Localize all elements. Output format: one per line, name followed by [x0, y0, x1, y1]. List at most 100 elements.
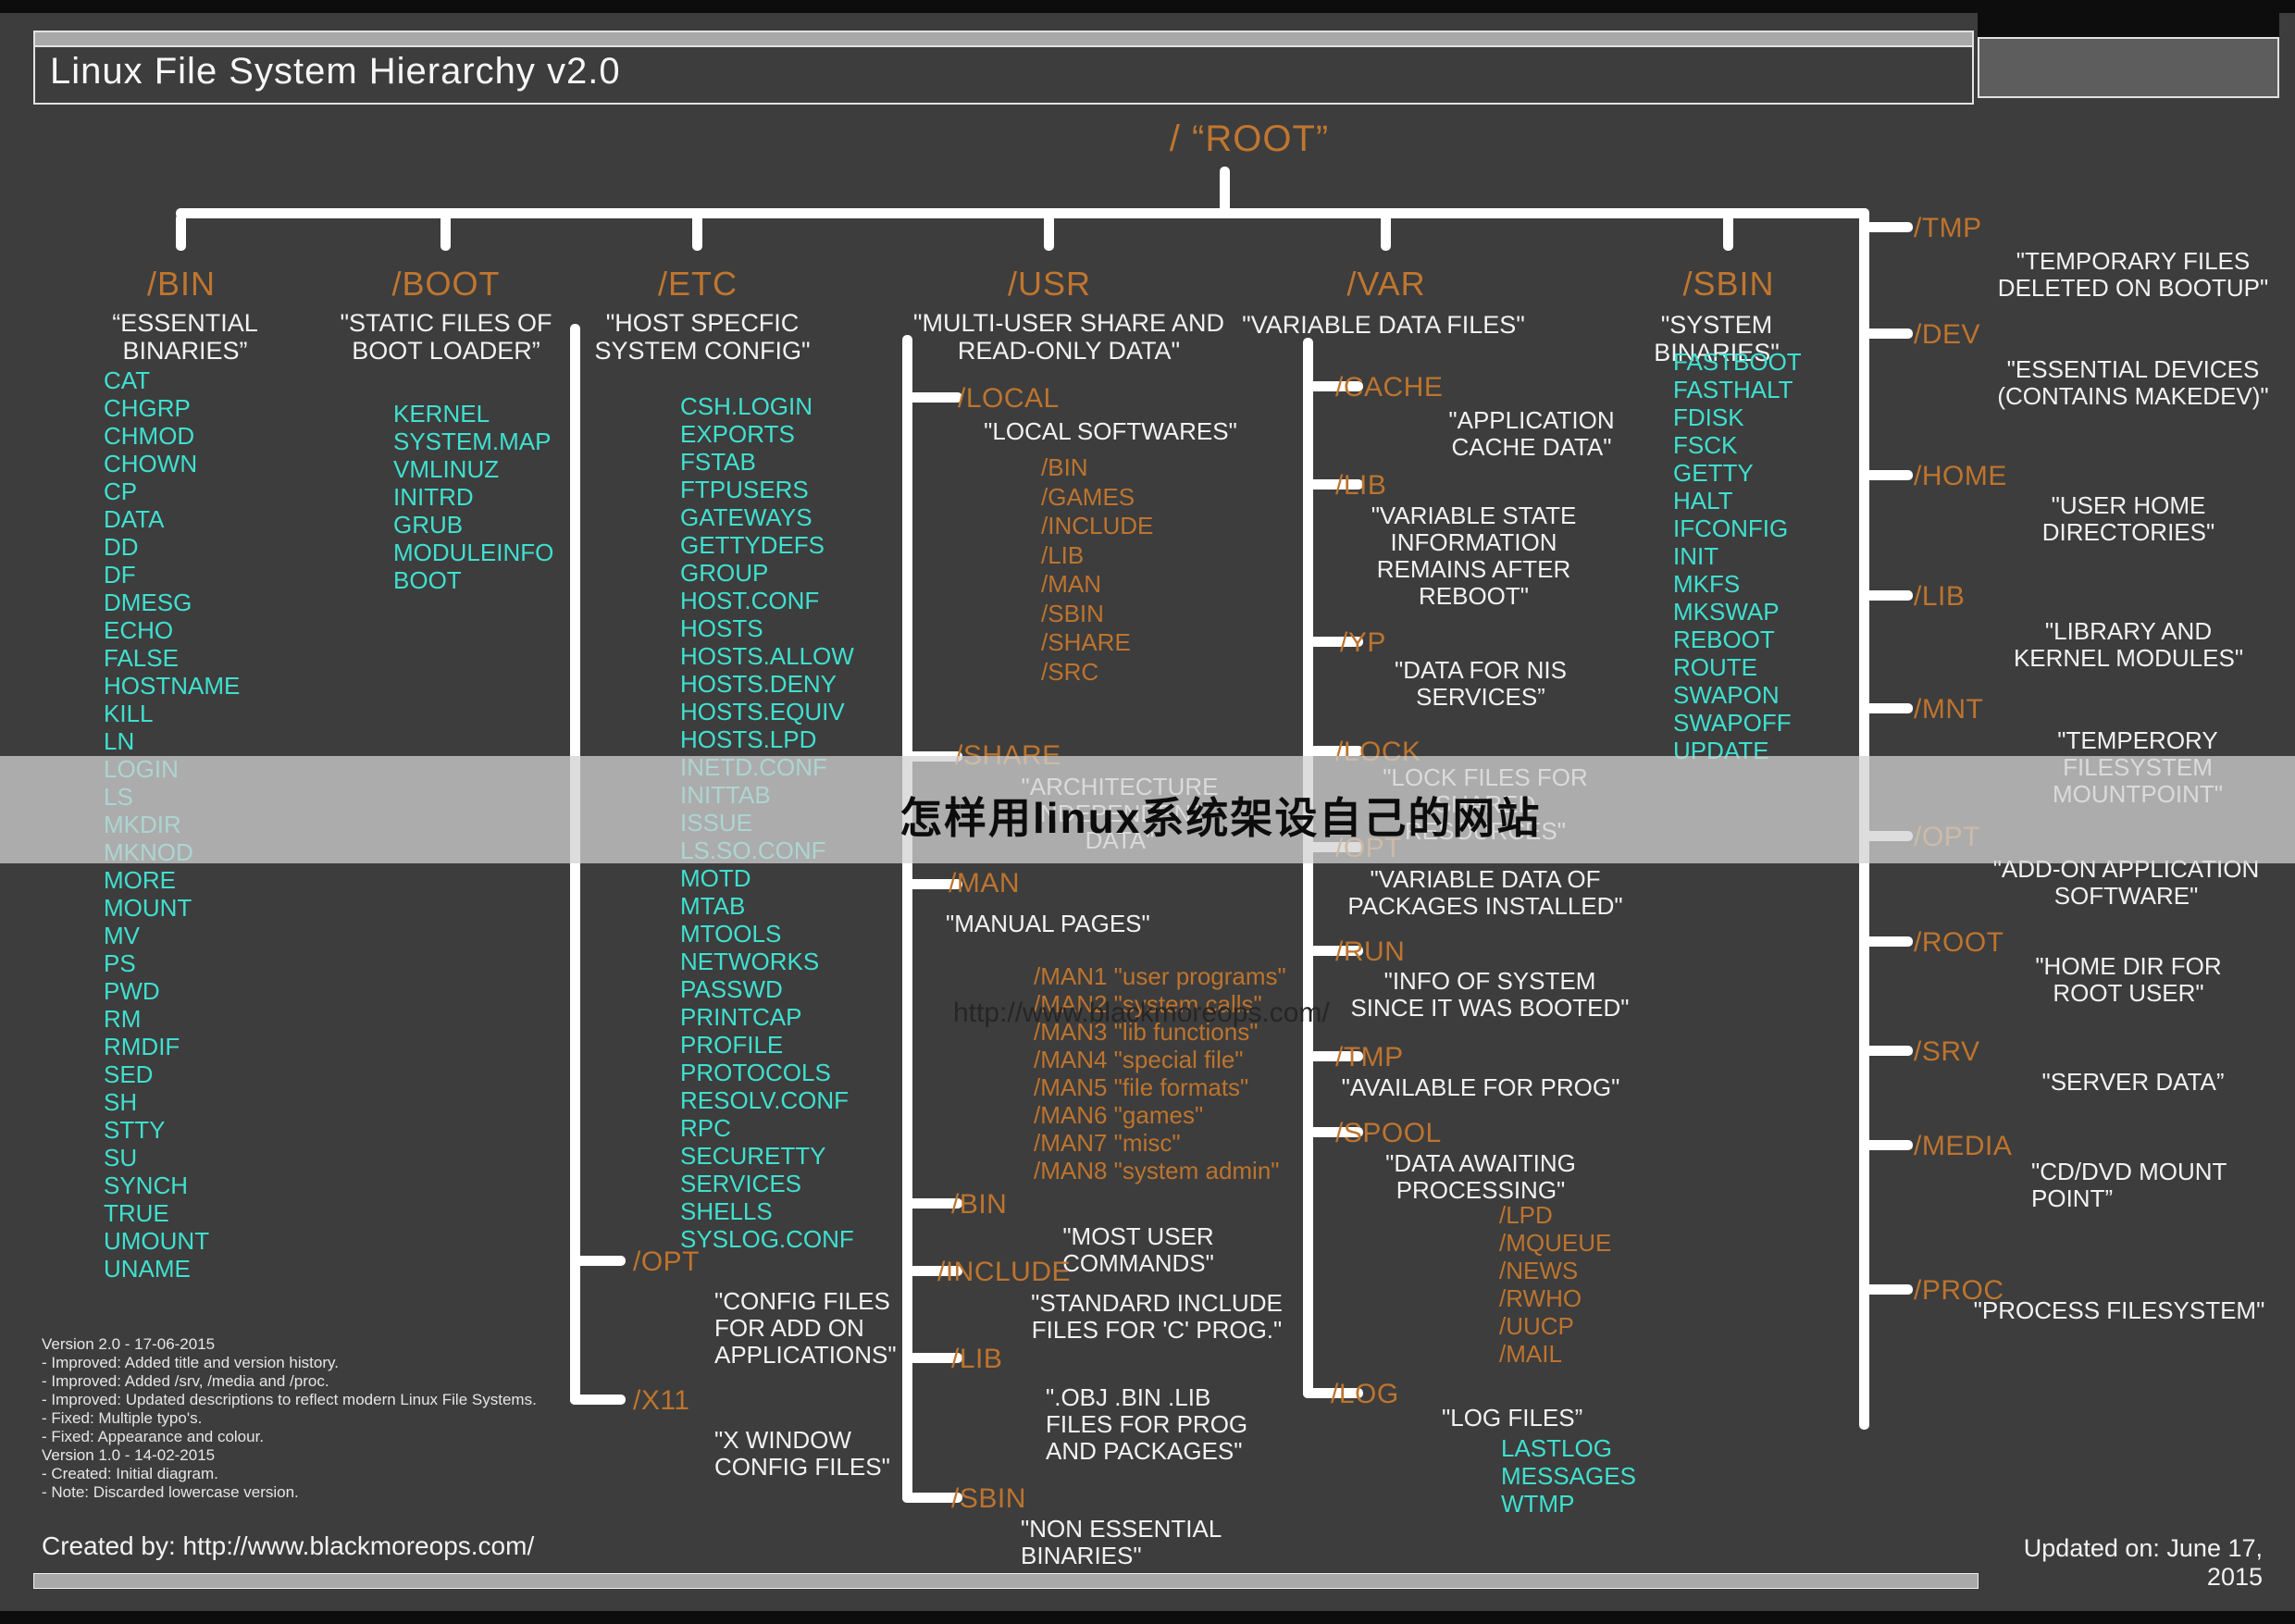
- list-item: KILL: [104, 700, 154, 727]
- list-item: - Created: Initial diagram.: [42, 1465, 218, 1482]
- var-spool-desc: "DATA AWAITING PROCESSING": [1385, 1149, 1576, 1204]
- list-item: MKSWAP: [1673, 598, 1780, 626]
- column-var-title: /VAR: [1346, 265, 1426, 303]
- var-yp-label: /YP: [1340, 627, 1386, 658]
- list-item: PROFILE: [680, 1031, 784, 1059]
- tree-var-run-stub: [1303, 946, 1363, 956]
- list-item: MESSAGES: [1501, 1462, 1636, 1490]
- list-item: IFCONFIG: [1673, 514, 1789, 542]
- list-item: PWD: [104, 977, 160, 1005]
- right-home-label: /HOME: [1914, 461, 2007, 491]
- list-item: INIT: [1673, 542, 1719, 570]
- list-item: /SHARE: [1041, 628, 1131, 656]
- list-item: ECHO: [104, 616, 174, 644]
- tree-stub-var: [1381, 214, 1391, 251]
- tree-etc-trunk: [570, 324, 580, 1405]
- title-box: Linux File System Hierarchy v2.0: [33, 31, 1974, 105]
- list-item: RPC: [680, 1114, 731, 1142]
- tree-stub-sbin: [1723, 214, 1733, 251]
- list-item: /MAN2 "system calls": [1034, 990, 1262, 1018]
- list-item: /MAN7 "misc": [1034, 1129, 1181, 1157]
- tree-etc-opt-stub: [570, 1256, 626, 1266]
- list-item: FSTAB: [680, 448, 756, 476]
- var-cache-label: /CACHE: [1335, 372, 1444, 403]
- tree-top-line: [176, 208, 1869, 218]
- list-item: /GAMES: [1041, 482, 1135, 511]
- list-item: MTOOLS: [680, 920, 782, 948]
- list-item: HOST.CONF: [680, 587, 820, 614]
- footer-gray-bar: [33, 1573, 1979, 1589]
- list-item: MKFS: [1673, 570, 1741, 598]
- tree-tmp-stub: [1859, 222, 1913, 232]
- list-item: CHOWN: [104, 450, 198, 477]
- list-item: MODULEINFO: [393, 539, 554, 566]
- column-boot-title: /BOOT: [391, 265, 501, 303]
- list-item: /LPD: [1499, 1201, 1553, 1229]
- list-item: VMLINUZ: [393, 455, 500, 483]
- right-srv-label: /SRV: [1914, 1036, 1980, 1067]
- title-box-top-strip: [35, 32, 1972, 47]
- list-item: - Fixed: Appearance and colour.: [42, 1428, 265, 1445]
- list-item: - Fixed: Multiple typo's.: [42, 1409, 203, 1427]
- list-item: HALT: [1673, 487, 1733, 514]
- list-item: RM: [104, 1005, 142, 1033]
- list-item: GRUB: [393, 511, 464, 539]
- usr-man-label: /MAN: [949, 868, 1020, 899]
- var-tmp-label: /TMP: [1335, 1042, 1404, 1072]
- list-item: /UUCP: [1499, 1312, 1574, 1340]
- list-item: LN: [104, 727, 135, 755]
- list-item: CHMOD: [104, 422, 195, 450]
- watermark-url-text: http://www.blackmoreops.com/: [953, 998, 1330, 1028]
- tree-usr-lib-stub: [902, 1353, 962, 1363]
- tree-usr-bin-stub: [902, 1198, 962, 1209]
- list-item: - Improved: Updated descriptions to refl…: [42, 1391, 537, 1408]
- tree-usr-man-stub: [902, 879, 962, 889]
- list-item: Version 1.0 - 14-02-2015: [42, 1446, 216, 1464]
- list-item: ROUTE: [1673, 653, 1757, 681]
- right-root-label: /ROOT: [1914, 927, 2004, 958]
- list-item: CHGRP: [104, 394, 191, 422]
- usr-local-label: /LOCAL: [958, 383, 1060, 414]
- list-item: DF: [104, 561, 136, 589]
- column-boot-subtitle: "STATIC FILES OF BOOT LOADER”: [340, 309, 552, 365]
- list-item: FSCK: [1673, 431, 1738, 459]
- right-tmp-label: /TMP: [1914, 213, 1982, 243]
- right-dev-label: /DEV: [1914, 319, 1981, 350]
- tree-stub-boot: [440, 214, 451, 251]
- list-item: REBOOT: [1673, 626, 1775, 653]
- right-srv-desc: "SERVER DATA”: [2041, 1068, 2225, 1096]
- column-usr-title: /USR: [1007, 265, 1091, 303]
- tree-usr-sbin-stub: [902, 1493, 962, 1503]
- watermark-band: [0, 756, 2295, 863]
- tree-mnt-stub: [1859, 703, 1913, 713]
- tree-root-dir-stub: [1859, 936, 1913, 947]
- right-root-desc: "HOME DIR FOR ROOT USER": [2035, 952, 2222, 1007]
- usr-include-desc: "STANDARD INCLUDE FILES FOR 'C' PROG.": [1031, 1289, 1283, 1344]
- var-lib-desc: "VARIABLE STATE INFORMATION REMAINS AFTE…: [1371, 502, 1577, 610]
- watermark-chinese-text: 怎样用linux系统架设自己的网站: [899, 794, 1542, 842]
- list-item: PS: [104, 949, 136, 977]
- list-item: SYSTEM.MAP: [393, 428, 552, 455]
- list-item: /MAN8 "system admin": [1034, 1157, 1280, 1184]
- list-item: PRINTCAP: [680, 1003, 802, 1031]
- tree-media-stub: [1859, 1140, 1913, 1150]
- list-item: PROTOCOLS: [680, 1059, 831, 1086]
- column-var-subtitle: "VARIABLE DATA FILES": [1242, 311, 1525, 339]
- usr-local-children: /BIN/GAMES/INCLUDE/LIB/MAN/SBIN/SHARE/SR…: [1041, 453, 1153, 687]
- tree-stub-bin: [176, 214, 186, 251]
- list-item: GETTY: [1673, 459, 1754, 487]
- var-yp-desc: "DATA FOR NIS SERVICES”: [1395, 656, 1567, 711]
- list-item: /MAN4 "special file": [1034, 1046, 1244, 1073]
- column-etc-subtitle: "HOST SPECFIC SYSTEM CONFIG": [594, 309, 811, 365]
- var-lib-label: /LIB: [1335, 470, 1387, 501]
- list-item: GROUP: [680, 559, 769, 587]
- usr-include-label: /INCLUDE: [937, 1257, 1072, 1287]
- usr-lib-desc: ".OBJ .BIN .LIB FILES FOR PROG AND PACKA…: [1046, 1383, 1248, 1465]
- var-cache-desc: "APPLICATION CACHE DATA": [1448, 406, 1615, 461]
- list-item: SU: [104, 1144, 138, 1172]
- right-lib-label: /LIB: [1914, 581, 1966, 612]
- list-item: INITRD: [393, 483, 474, 511]
- right-lib-desc: "LIBRARY AND KERNEL MODULES": [2013, 617, 2244, 672]
